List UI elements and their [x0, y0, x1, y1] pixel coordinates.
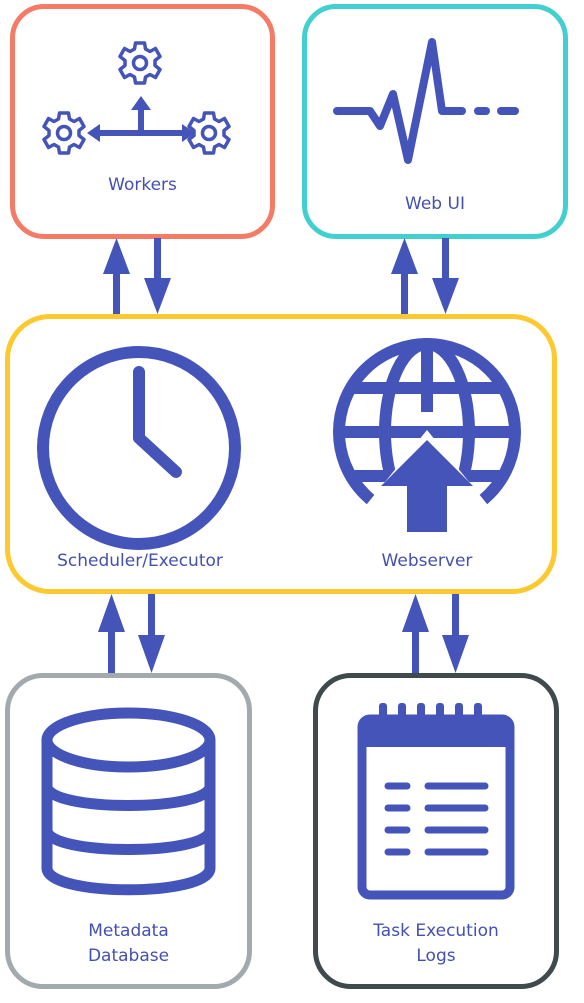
scheduler-label: Scheduler/Executor — [57, 551, 223, 571]
arrow-workers-to-scheduler — [144, 238, 171, 314]
gears-icon — [42, 41, 231, 155]
logs-label-line1: Task Execution — [373, 921, 499, 941]
arrow-webserver-to-logs — [442, 594, 469, 673]
database-label-line1: Metadata — [88, 921, 169, 941]
arrow-scheduler-to-workers — [103, 238, 130, 314]
notepad-icon — [357, 703, 515, 900]
globe-upload-icon — [333, 338, 521, 532]
web-ui-label: Web UI — [405, 194, 465, 214]
logs-label-line2: Logs — [416, 946, 456, 966]
database-label-line2: Database — [87, 946, 170, 966]
arrow-web-ui-to-webserver — [432, 238, 459, 314]
workers-label: Workers — [108, 175, 177, 195]
arrow-scheduler-to-database — [138, 594, 165, 673]
arrow-database-to-scheduler — [98, 594, 125, 673]
clock-icon — [37, 346, 241, 550]
arrow-logs-to-webserver — [402, 594, 429, 673]
pulse-icon — [333, 38, 519, 164]
database-icon — [41, 707, 216, 896]
arrow-webserver-to-web-ui — [391, 238, 418, 314]
webserver-label: Webserver — [381, 551, 473, 571]
